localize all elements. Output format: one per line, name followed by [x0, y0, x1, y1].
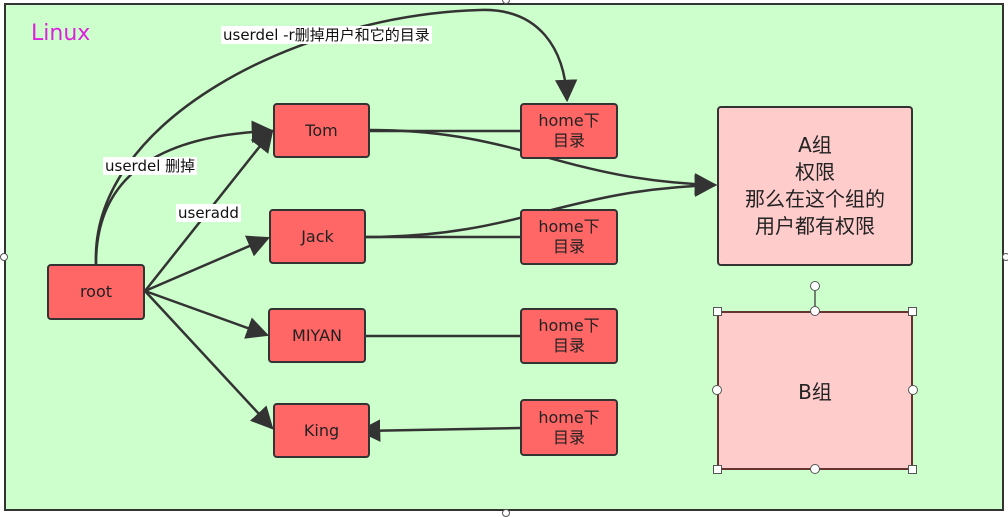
node-miyan[interactable]: MIYAN [268, 308, 366, 363]
edge-label-userdel-r: userdel -r删掉用户和它的目录 [221, 26, 432, 44]
node-home-miyan[interactable]: home下 目录 [520, 308, 618, 364]
diagram-title: Linux [31, 21, 91, 46]
group-b[interactable]: B组 [717, 311, 913, 470]
node-tom[interactable]: Tom [273, 103, 370, 158]
edge-home-king[interactable] [357, 419, 521, 442]
edge-root-jack[interactable] [144, 235, 271, 293]
canvas-resize-handle-right[interactable] [1002, 253, 1008, 261]
edge-label-userdel: userdel 删掉 [103, 157, 198, 175]
node-home-tom[interactable]: home下 目录 [520, 103, 618, 159]
node-jack[interactable]: Jack [269, 209, 366, 264]
selection-handle-left[interactable] [712, 385, 722, 395]
selection-handle-top-right[interactable] [908, 307, 917, 316]
edge-label-useradd: useradd [176, 204, 241, 222]
edge-root-miyan[interactable] [144, 289, 270, 339]
selection-handle-bottom-right[interactable] [908, 465, 917, 474]
edge-root-king[interactable] [144, 290, 274, 430]
selection-handle-top[interactable] [810, 306, 820, 316]
rotate-handle[interactable] [810, 281, 820, 291]
group-a[interactable]: A组 权限 那么在这个组的 用户都有权限 [717, 106, 913, 266]
selection-handle-bottom-left[interactable] [713, 465, 722, 474]
edge-userdel-tom[interactable] [94, 120, 275, 265]
node-king[interactable]: King [273, 403, 370, 458]
node-home-king[interactable]: home下 目录 [520, 399, 618, 456]
canvas-resize-handle-left[interactable] [0, 253, 8, 261]
node-home-jack[interactable]: home下 目录 [520, 209, 618, 265]
selection-handle-right[interactable] [908, 385, 918, 395]
node-root[interactable]: root [47, 264, 145, 320]
selection-handle-bottom[interactable] [810, 464, 820, 474]
selection-handle-top-left[interactable] [713, 307, 722, 316]
